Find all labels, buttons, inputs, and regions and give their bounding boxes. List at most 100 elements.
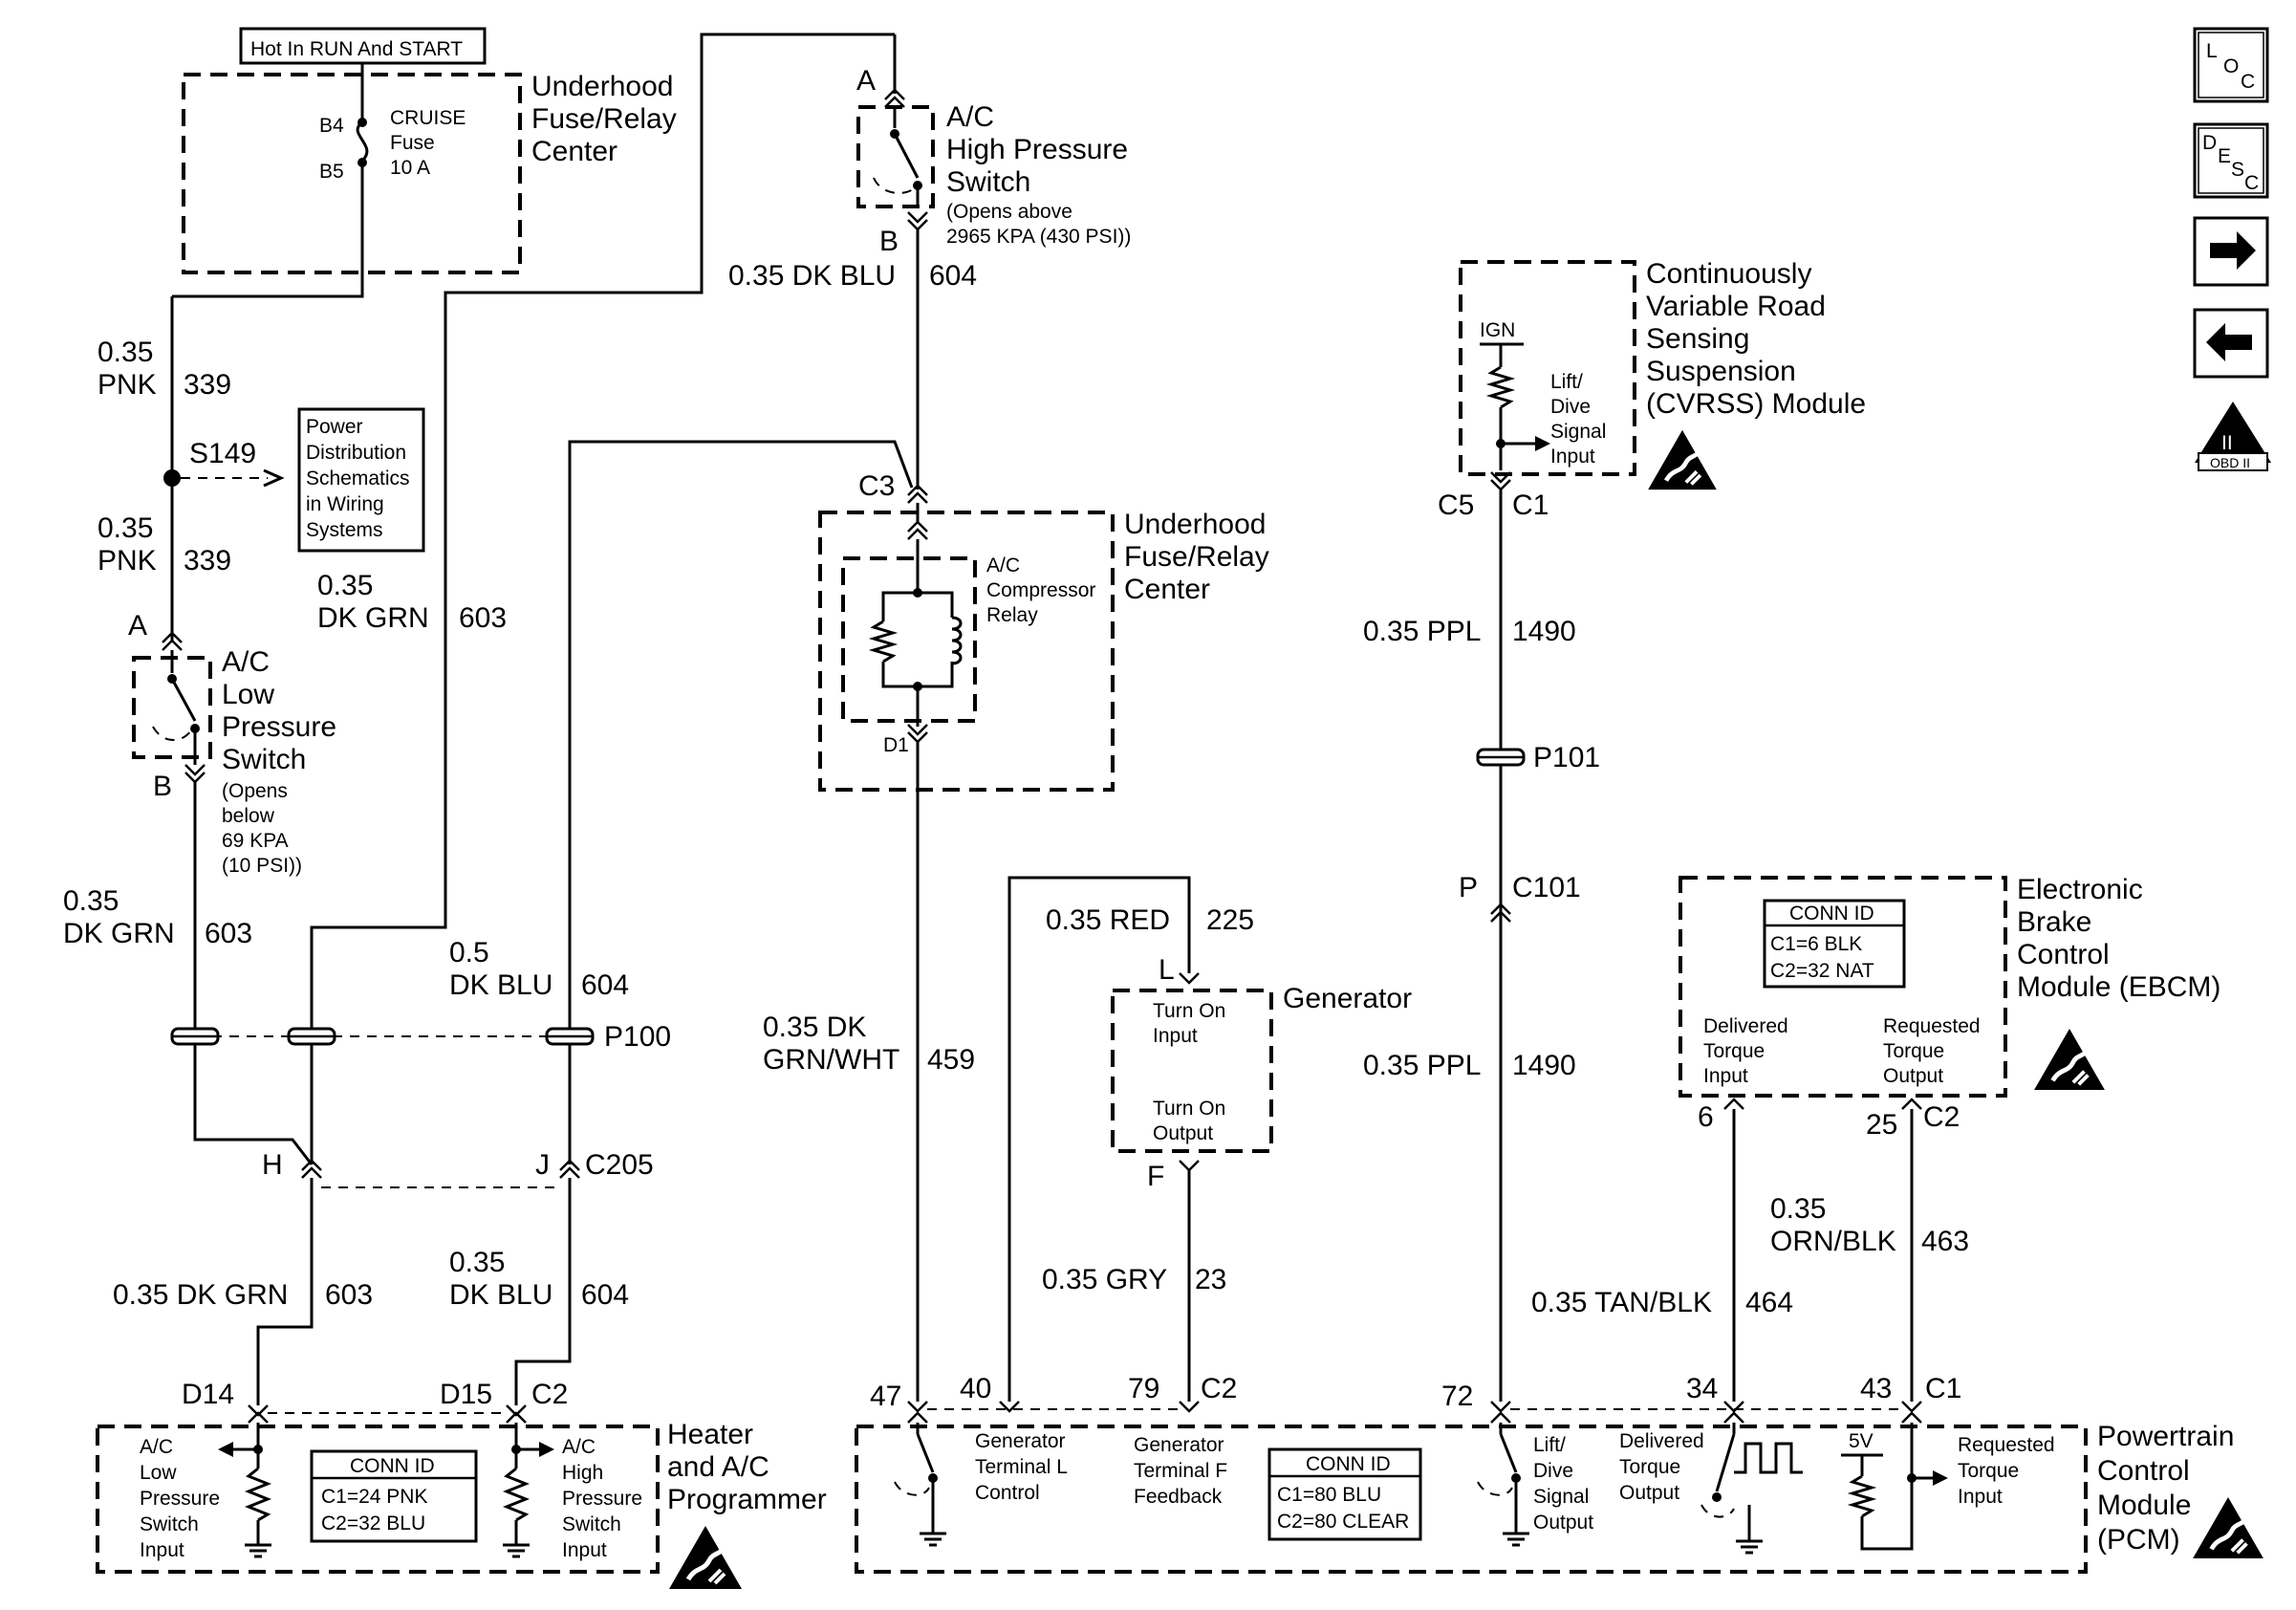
svg-text:Output: Output — [1153, 1122, 1213, 1144]
svg-text:and A/C: and A/C — [667, 1451, 769, 1483]
wire-339: 0.35 PNK 339 S149 Power Distribution Sch… — [97, 296, 425, 641]
svg-text:0.35 PPL: 0.35 PPL — [1363, 616, 1481, 647]
wire-459: 0.35 DK GRN/WHT 459 — [763, 742, 975, 1402]
svg-text:OBD II: OBD II — [2210, 455, 2250, 470]
svg-text:Generator: Generator — [975, 1430, 1066, 1452]
svg-text:D14: D14 — [182, 1379, 234, 1410]
svg-text:Heater: Heater — [667, 1419, 753, 1450]
svg-text:Signal: Signal — [1550, 421, 1606, 443]
pcm-module: 47 40 79 C2 72 34 43 C1 Powertrain Contr… — [855, 1373, 2264, 1574]
svg-text:Input: Input — [1958, 1486, 2003, 1508]
svg-text:Terminal F: Terminal F — [1134, 1460, 1227, 1482]
svg-text:D15: D15 — [440, 1379, 492, 1410]
svg-text:L: L — [2206, 40, 2218, 62]
svg-text:0.5: 0.5 — [449, 937, 489, 968]
svg-text:Turn On: Turn On — [1153, 1098, 1225, 1120]
svg-text:C1: C1 — [1512, 490, 1549, 521]
svg-text:C1=6 BLK: C1=6 BLK — [1770, 933, 1862, 955]
svg-text:(Opens: (Opens — [222, 780, 288, 802]
wire-604-mid — [568, 440, 914, 1033]
wire-603-bottom — [256, 1178, 314, 1405]
svg-text:Output: Output — [1619, 1482, 1679, 1504]
svg-text:C205: C205 — [585, 1149, 654, 1181]
svg-text:Input: Input — [562, 1539, 607, 1561]
ac-high-pressure-switch: A B A/C High Pressure Switch (Opens abov… — [856, 34, 1131, 257]
loc-button[interactable]: L O C — [2193, 27, 2269, 103]
svg-text:459: 459 — [927, 1044, 975, 1076]
svg-text:Continuously: Continuously — [1646, 258, 1811, 290]
svg-text:O: O — [2223, 55, 2239, 77]
svg-text:604: 604 — [581, 1279, 629, 1311]
svg-text:A/C: A/C — [562, 1436, 596, 1458]
svg-text:Pressure: Pressure — [562, 1488, 642, 1510]
svg-text:0.35 TAN/BLK: 0.35 TAN/BLK — [1531, 1287, 1712, 1318]
svg-text:604: 604 — [581, 969, 629, 1001]
svg-text:0.35 RED: 0.35 RED — [1046, 904, 1170, 936]
svg-text:P100: P100 — [604, 1021, 671, 1053]
prev-arrow-button[interactable] — [2193, 308, 2269, 379]
splice-s149 — [163, 469, 181, 487]
hot-in-run-label: Hot In RUN And START — [250, 38, 463, 60]
svg-text:Underhood: Underhood — [1124, 509, 1266, 540]
svg-text:C: C — [2244, 172, 2259, 194]
svg-text:ORN/BLK: ORN/BLK — [1770, 1226, 1896, 1257]
svg-text:25: 25 — [1866, 1109, 1897, 1141]
svg-text:0.35 DK BLU: 0.35 DK BLU — [728, 260, 896, 292]
relay-coil-icon — [951, 616, 963, 665]
svg-text:Input: Input — [1153, 1025, 1198, 1047]
svg-text:D1: D1 — [883, 734, 909, 756]
svg-text:Pressure: Pressure — [140, 1488, 220, 1510]
svg-text:Fuse/Relay: Fuse/Relay — [1124, 541, 1269, 573]
svg-text:1490: 1490 — [1512, 616, 1576, 647]
svg-text:DK BLU: DK BLU — [449, 969, 552, 1001]
next-arrow-button[interactable] — [2193, 216, 2269, 287]
svg-text:C2=80 CLEAR: C2=80 CLEAR — [1277, 1511, 1409, 1533]
svg-text:0.35 DK GRN: 0.35 DK GRN — [113, 1279, 288, 1311]
obd-ii-button[interactable]: II OBD II — [2195, 402, 2271, 471]
svg-text:Requested: Requested — [1883, 1015, 1981, 1037]
svg-text:P: P — [1459, 872, 1478, 903]
svg-text:C2=32 BLU: C2=32 BLU — [321, 1512, 425, 1534]
svg-text:603: 603 — [205, 918, 252, 949]
svg-text:C1=80 BLU: C1=80 BLU — [1277, 1484, 1381, 1506]
svg-text:A/C: A/C — [140, 1436, 173, 1458]
svg-text:S149: S149 — [189, 438, 256, 469]
svg-text:Programmer: Programmer — [667, 1484, 827, 1515]
svg-text:Switch: Switch — [222, 744, 306, 775]
svg-text:72: 72 — [1441, 1381, 1473, 1412]
svg-text:1490: 1490 — [1512, 1050, 1576, 1081]
wire-604-top: 0.35 DK BLU 604 — [728, 229, 977, 490]
svg-text:Control: Control — [2017, 939, 2110, 970]
svg-text:A/C: A/C — [946, 101, 994, 133]
svg-text:Relay: Relay — [986, 604, 1038, 626]
fuse-pin-b5: B5 — [319, 161, 344, 183]
svg-text:23: 23 — [1195, 1264, 1226, 1295]
svg-text:Output: Output — [1883, 1065, 1943, 1087]
svg-text:PNK: PNK — [97, 369, 157, 401]
svg-text:C2: C2 — [531, 1379, 568, 1410]
esd-icon — [669, 1526, 742, 1589]
svg-text:34: 34 — [1686, 1373, 1718, 1404]
svg-text:Output: Output — [1533, 1512, 1593, 1534]
connector-p100: P100 — [170, 1021, 671, 1053]
svg-text:Low: Low — [222, 679, 274, 710]
svg-text:Torque: Torque — [1703, 1040, 1765, 1062]
svg-text:Requested: Requested — [1958, 1434, 2055, 1456]
desc-button[interactable]: D E S C — [2193, 122, 2269, 199]
svg-text:Switch: Switch — [140, 1513, 199, 1535]
svg-text:CONN ID: CONN ID — [1306, 1453, 1391, 1475]
wire-603-mid — [310, 33, 895, 1033]
svg-text:2965 KPA (430 PSI)): 2965 KPA (430 PSI)) — [946, 226, 1131, 248]
svg-text:Torque: Torque — [1619, 1456, 1680, 1478]
svg-text:Module: Module — [2097, 1490, 2191, 1521]
pwm-signal-icon — [1734, 1442, 1803, 1474]
svg-text:Input: Input — [1703, 1065, 1748, 1087]
svg-text:F: F — [1147, 1161, 1164, 1192]
svg-text:DK GRN: DK GRN — [63, 918, 175, 949]
svg-text:Brake: Brake — [2017, 906, 2091, 938]
svg-text:603: 603 — [325, 1279, 373, 1311]
svg-text:A/C: A/C — [986, 555, 1020, 577]
svg-text:PNK: PNK — [97, 545, 157, 577]
svg-text:II: II — [2221, 432, 2233, 454]
svg-text:A: A — [128, 610, 147, 642]
